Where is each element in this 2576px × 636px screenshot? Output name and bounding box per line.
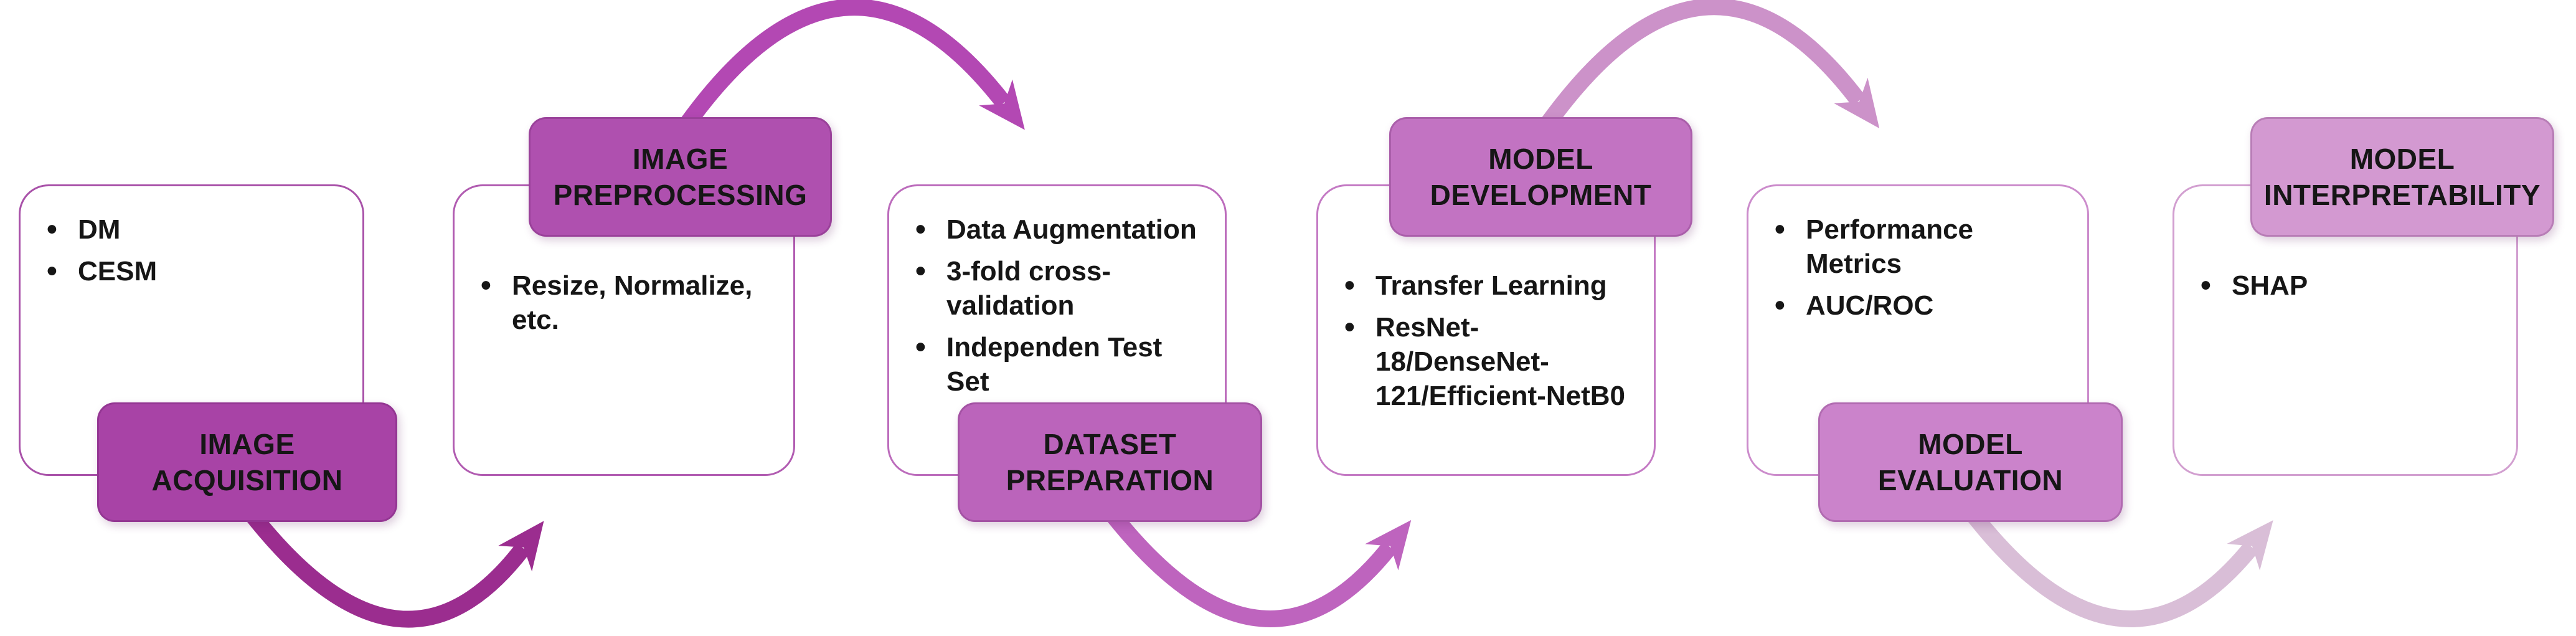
stage-3-title: DATASET PREPARATION [958,402,1262,522]
flow-arrow-5 [1963,505,2273,627]
bullet-text: CESM [78,256,158,287]
stage-title-text: IMAGE [632,143,729,175]
stage-title-text: ACQUISITION [151,464,343,496]
bullet-item: • Independen Test Set [915,330,1219,399]
stage-title-text: MODEL [1918,428,2023,460]
stage-6-title: MODEL INTERPRETABILITY [2250,117,2554,237]
bullet-text: 3-fold cross- [946,256,1111,287]
stage-title-text: INTERPRETABILITY [2263,179,2541,211]
bullet-text: Metrics [1806,249,1902,279]
stage-2-title: IMAGE PREPROCESSING [529,117,832,237]
bullet-icon: • [47,255,57,288]
stage-1-title: IMAGE ACQUISITION [97,402,397,522]
bullet-icon: • [481,269,491,302]
bullet-item: • CESM [47,254,356,288]
bullet-item: • Data Augmentation [915,212,1219,247]
bullet-text: ResNet- [1375,312,1479,343]
stage-title-text: DATASET [1043,428,1177,460]
bullet-item: • Resize, Normalize, etc. [481,268,787,337]
bullet-text: Independen Test [946,332,1163,363]
stage-title-text: MODEL [1488,143,1593,175]
bullet-text: 18/DenseNet- [1375,346,1549,377]
bullet-icon: • [915,331,926,364]
bullet-text: Performance [1806,214,1974,245]
stage-4-title: MODEL DEVELOPMENT [1389,117,1692,237]
stage-title-text: EVALUATION [1877,464,2064,496]
bullet-item: • DM [47,212,356,247]
stage-title-text: IMAGE [199,428,295,460]
bullet-item: • ResNet- 18/DenseNet- 121/Efficient-Net… [1344,310,1648,413]
bullet-text: Resize, Normalize, [512,270,753,301]
bullet-icon: • [1775,289,1785,322]
bullet-text: DM [78,214,121,245]
bullet-item: • Transfer Learning [1344,268,1648,303]
bullet-item: • Performance Metrics [1775,212,2081,281]
bullet-icon: • [1344,311,1355,344]
bullet-text: Transfer Learning [1375,270,1607,301]
flow-arrow-2 [672,0,1025,139]
bullet-item: • SHAP [2201,268,2510,303]
bullet-icon: • [915,213,926,246]
bullet-icon: • [1775,213,1785,246]
stage-3-bullet-list: • Data Augmentation • 3-fold cross- vali… [889,186,1225,399]
bullet-item: • AUC/ROC [1775,288,2081,323]
stage-2-bullet-list: • Resize, Normalize, etc. [455,186,793,337]
stage-6-bullet-list: • SHAP [2174,186,2516,303]
bullet-text: 121/Efficient-NetB0 [1375,381,1626,411]
flow-arrow-4 [1533,0,1880,139]
bullet-text: AUC/ROC [1806,290,1934,321]
bullet-text: SHAP [2232,270,2308,301]
stage-5-title: MODEL EVALUATION [1818,402,2123,522]
stage-title-text: DEVELOPMENT [1430,179,1652,211]
flow-arrow-1 [242,505,544,628]
bullet-text: validation [946,290,1075,321]
bullet-item: • 3-fold cross- validation [915,254,1219,323]
bullet-text: Set [946,366,989,397]
stage-4-bullet-list: • Transfer Learning • ResNet- 18/DenseNe… [1318,186,1654,413]
bullet-icon: • [1344,269,1355,302]
stage-5-bullet-list: • Performance Metrics • AUC/ROC [1748,186,2087,323]
bullet-text: Data Augmentation [946,214,1197,245]
stage-1-bullet-list: • DM • CESM [21,186,362,288]
bullet-icon: • [47,213,57,246]
bullet-icon: • [915,255,926,288]
stage-title-text: MODEL [2349,143,2455,175]
bullet-text: etc. [512,305,559,335]
stage-title-text: PREPARATION [1006,464,1214,496]
flow-arrow-3 [1103,505,1412,627]
bullet-icon: • [2201,269,2211,302]
stage-title-text: PREPROCESSING [553,179,808,211]
